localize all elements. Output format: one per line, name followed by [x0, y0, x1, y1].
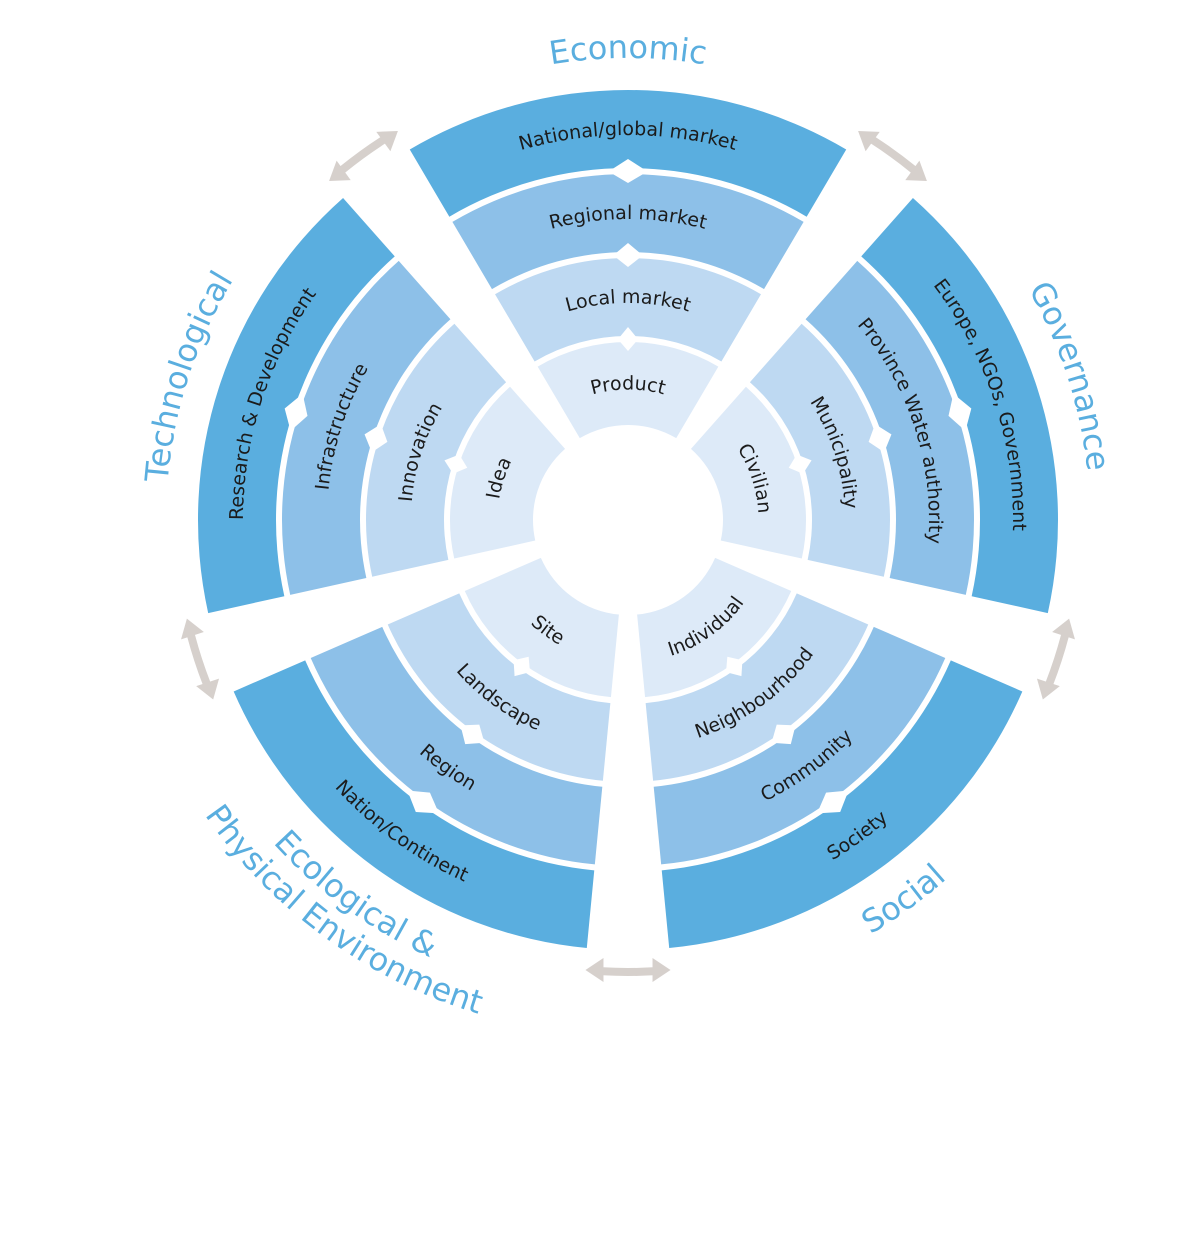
segment-economic-ring-2 [495, 257, 761, 362]
segment-technological-ring-3 [281, 260, 451, 595]
ring-connector-diamond [284, 393, 308, 431]
ring-connector-diamond [617, 327, 639, 351]
ring-connector-diamond [788, 454, 812, 474]
ring-connector-diamond [726, 656, 743, 677]
segment-technological-ring-1 [450, 386, 566, 559]
bidirectional-arrow-social-ecological [585, 957, 671, 982]
segment-technological-ring-2 [365, 323, 507, 577]
connectors-layer [284, 159, 972, 814]
ring-connector-diamond [364, 424, 388, 453]
ring-connector-diamond [460, 724, 485, 745]
ring-connector-diamond [608, 159, 648, 183]
ring-connector-diamond [948, 393, 972, 431]
sector-governance [690, 197, 1059, 614]
ring-connector-diamond [613, 243, 643, 267]
segment-economic-ring-3 [452, 174, 804, 290]
bidirectional-arrow-economic-governance [858, 130, 927, 181]
sector-economic [409, 90, 847, 439]
sector-technological [197, 197, 566, 614]
ring-connector-diamond [444, 454, 468, 474]
segment-governance-ring-4 [861, 197, 1059, 614]
ring-connector-diamond [407, 790, 439, 814]
segment-economic-ring-1 [537, 342, 719, 439]
segment-social-ring-2 [645, 593, 869, 781]
segment-governance-ring-1 [690, 386, 806, 559]
ring-connector-diamond [513, 656, 530, 677]
bidirectional-arrow-governance-social [1036, 618, 1075, 700]
ring-connector-diamond [817, 790, 849, 814]
segment-social-ring-1 [637, 557, 792, 698]
sector-title-economic: Economic [546, 28, 709, 72]
segment-ecological-ring-1 [464, 557, 619, 698]
segment-governance-ring-2 [749, 323, 891, 577]
segment-governance-ring-3 [805, 260, 975, 595]
ring-connector-diamond [771, 724, 796, 745]
bidirectional-arrow-technological-economic [329, 130, 398, 181]
bidirectional-arrow-ecological-technological [181, 618, 220, 700]
arrows-layer [181, 130, 1075, 982]
segment-social-ring-3 [653, 626, 946, 865]
segment-technological-ring-4 [197, 197, 395, 614]
segment-ecological-ring-2 [387, 593, 611, 781]
segment-economic-ring-4 [409, 90, 847, 217]
segment-ecological-ring-3 [310, 626, 603, 865]
ring-connector-diamond [868, 424, 892, 453]
